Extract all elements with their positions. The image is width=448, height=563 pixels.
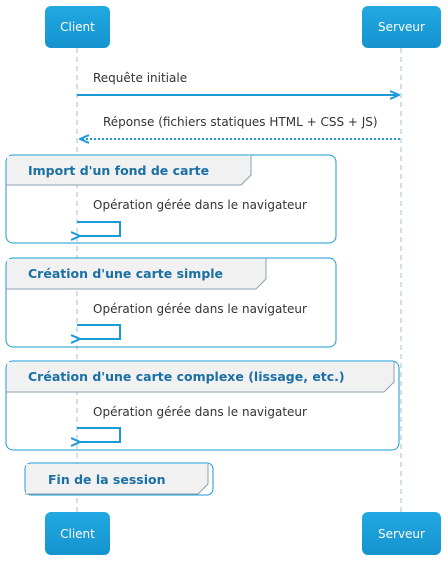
self-message-arrow: [77, 324, 121, 339]
end-session-label: Fin de la session: [48, 472, 166, 487]
self-message-arrow: [77, 221, 121, 236]
server-participant-bottom[interactable]: Serveur: [362, 512, 441, 555]
end-session-note: Fin de la session: [24, 462, 214, 496]
client-participant-top[interactable]: Client: [45, 6, 110, 48]
group-title: Création d'une carte simple: [28, 266, 223, 281]
server-label-top: Serveur: [378, 20, 425, 34]
client-participant-bottom[interactable]: Client: [45, 512, 110, 555]
self-message-arrow: [77, 427, 121, 442]
client-label-top: Client: [60, 20, 95, 34]
group-title: Création d'une carte complexe (lissage, …: [28, 369, 345, 384]
server-label-bottom: Serveur: [378, 527, 425, 541]
initial-request-label: Requête initiale: [93, 71, 187, 85]
group-note: Opération gérée dans le navigateur: [93, 198, 307, 212]
group-note: Opération gérée dans le navigateur: [93, 302, 307, 316]
group-complex-map: Création d'une carte complexe (lissage, …: [5, 360, 400, 451]
group-import-basemap: Import d'un fond de carte Opération géré…: [5, 154, 337, 244]
client-label-bottom: Client: [60, 527, 95, 541]
group-note: Opération gérée dans le navigateur: [93, 405, 307, 419]
group-title: Import d'un fond de carte: [28, 163, 209, 178]
server-participant-top[interactable]: Serveur: [362, 6, 441, 48]
response-label: Réponse (fichiers statiques HTML + CSS +…: [103, 115, 378, 129]
group-simple-map: Création d'une carte simple Opération gé…: [5, 257, 337, 348]
